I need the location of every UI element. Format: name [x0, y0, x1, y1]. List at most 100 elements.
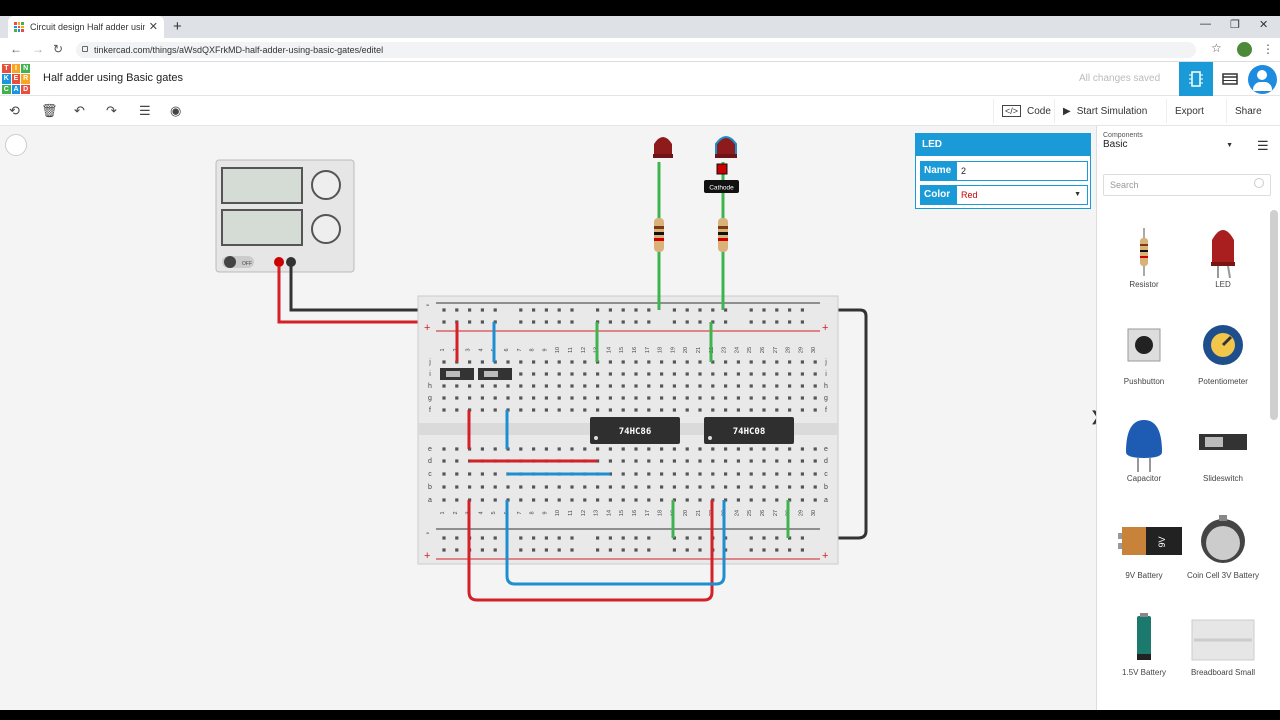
slideswitch-2[interactable]: [478, 368, 512, 380]
design-title[interactable]: Half adder using Basic gates: [43, 72, 184, 84]
schematic-view-button[interactable]: [1213, 62, 1247, 96]
notes-icon[interactable]: ☰: [139, 103, 151, 118]
column-number-top-29: 29: [798, 347, 804, 353]
column-number-top-27: 27: [773, 347, 779, 353]
profile-icon[interactable]: [1237, 42, 1252, 57]
rail-minus-label-bottom: -: [426, 528, 429, 539]
column-number-bottom-14: 14: [606, 510, 612, 516]
column-number-bottom-7: 7: [517, 511, 523, 514]
back-icon[interactable]: ←: [10, 42, 22, 56]
column-number-top-6: 6: [504, 348, 510, 351]
column-number-bottom-24: 24: [734, 510, 740, 516]
list-view-icon[interactable]: ☰: [1257, 138, 1269, 153]
tab-close-icon[interactable]: ✕: [148, 21, 158, 33]
row-label-e-left: e: [428, 446, 432, 453]
part-resistor[interactable]: Resistor: [1104, 224, 1184, 289]
browser-menu-icon[interactable]: ⋮: [1262, 42, 1274, 56]
column-number-bottom-10: 10: [555, 510, 561, 516]
wire-red-loop: [467, 500, 714, 602]
component-inspector: LED Name 2 Color Red ▼: [915, 133, 1091, 209]
url-field[interactable]: tinkercad.com/things/aWsdQXFrkMD-half-ad…: [76, 42, 1196, 58]
tab-title: Circuit design Half adder using B: [30, 22, 145, 32]
chip-74hc86[interactable]: 74HC86: [590, 417, 680, 444]
part-breadboard-small[interactable]: Breadboard Small: [1183, 612, 1263, 677]
part-1-5v-battery[interactable]: 1.5V Battery: [1104, 612, 1184, 677]
resistor-2[interactable]: [718, 218, 728, 252]
name-row: Name 2: [920, 161, 1088, 181]
led-2-selected[interactable]: [715, 136, 737, 175]
row-label-g-left: g: [428, 395, 432, 402]
part-capacitor[interactable]: Capacitor: [1104, 418, 1184, 483]
color-select[interactable]: Red ▼: [956, 185, 1088, 205]
play-icon: ▶: [1063, 105, 1071, 117]
maximize-icon[interactable]: ❐: [1230, 19, 1240, 31]
tinkercad-logo[interactable]: T I N K E R C A D: [2, 64, 30, 94]
fit-view-button[interactable]: [5, 134, 27, 156]
tinkercad-favicon-icon: [14, 22, 24, 32]
row-label-i-left: i: [429, 371, 431, 378]
power-supply[interactable]: OFF: [215, 159, 355, 273]
row-label-e-right: e: [824, 446, 828, 453]
components-select[interactable]: Components Basic ▼: [1103, 132, 1233, 150]
column-number-top-16: 16: [632, 347, 638, 353]
column-number-bottom-21: 21: [696, 510, 702, 516]
column-number-top-18: 18: [658, 347, 664, 353]
undo-icon[interactable]: ↶: [74, 103, 85, 118]
slideswitch-1[interactable]: [440, 368, 474, 380]
supply-negative-wire: [289, 266, 444, 312]
led-1[interactable]: [653, 137, 673, 158]
name-input[interactable]: 2: [956, 161, 1088, 181]
column-number-bottom-11: 11: [568, 510, 574, 516]
search-icon: [1254, 178, 1264, 188]
row-label-j-right: j: [824, 359, 827, 366]
lock-icon: [82, 46, 88, 52]
row-label-d-right: d: [824, 458, 828, 465]
bookmark-star-icon[interactable]: ☆: [1211, 41, 1222, 55]
visibility-icon[interactable]: ◉: [170, 103, 182, 118]
part-pushbutton[interactable]: Pushbutton: [1104, 321, 1184, 386]
export-button[interactable]: Export: [1166, 99, 1212, 123]
user-avatar[interactable]: [1248, 65, 1277, 94]
delete-icon[interactable]: 🗑: [41, 103, 58, 118]
column-number-top-19: 19: [670, 347, 676, 353]
column-number-top-4: 4: [478, 348, 484, 351]
rotate-icon[interactable]: ⟲: [9, 103, 20, 118]
forward-icon[interactable]: →: [32, 42, 44, 56]
row-label-h-left: h: [428, 383, 432, 390]
part-coin-cell[interactable]: Coin Cell 3V Battery: [1183, 515, 1263, 580]
chip-74hc08-label: 74HC08: [733, 427, 766, 437]
part-9v-battery[interactable]: 9V 9V Battery: [1104, 515, 1184, 580]
column-number-bottom-17: 17: [645, 510, 651, 516]
minimize-icon[interactable]: —: [1200, 18, 1211, 30]
start-simulation-button[interactable]: ▶ Start Simulation: [1054, 99, 1155, 123]
part-slideswitch[interactable]: Slideswitch: [1183, 418, 1263, 483]
column-number-top-8: 8: [530, 348, 536, 351]
column-number-top-1: 1: [440, 348, 446, 351]
chip-74hc08[interactable]: 74HC08: [704, 417, 794, 444]
reload-icon[interactable]: ↻: [53, 42, 64, 56]
browser-tab[interactable]: Circuit design Half adder using B ✕: [8, 16, 164, 38]
code-button[interactable]: </> Code: [993, 99, 1059, 123]
redo-icon[interactable]: ↷: [106, 103, 117, 118]
column-number-top-20: 20: [683, 347, 689, 353]
part-led[interactable]: LED: [1183, 224, 1263, 289]
supply-positive-wire: [277, 266, 444, 324]
column-number-bottom-1: 1: [440, 511, 446, 514]
row-label-f-right: f: [825, 407, 827, 414]
browser-address-bar: ← → ↻ tinkercad.com/things/aWsdQXFrkMD-h…: [0, 38, 1280, 62]
circuit-canvas[interactable]: OFF 112233445566778899101011111212131314…: [0, 126, 1096, 710]
resistor-1[interactable]: [654, 218, 664, 252]
part-potentiometer[interactable]: Potentiometer: [1183, 321, 1263, 386]
column-number-top-12: 12: [581, 347, 587, 353]
column-number-bottom-16: 16: [632, 510, 638, 516]
sidebar-scrollbar[interactable]: [1270, 210, 1278, 420]
close-window-icon[interactable]: ✕: [1259, 19, 1269, 31]
search-input[interactable]: Search: [1103, 174, 1271, 196]
browser-tab-bar: Circuit design Half adder using B ✕ + — …: [0, 16, 1280, 38]
circuit-view-button[interactable]: [1179, 62, 1213, 96]
chevron-right-icon[interactable]: ❯: [1090, 408, 1102, 425]
row-label-c-right: c: [824, 471, 828, 478]
share-button[interactable]: Share: [1226, 99, 1270, 123]
new-tab-icon[interactable]: +: [173, 18, 182, 35]
